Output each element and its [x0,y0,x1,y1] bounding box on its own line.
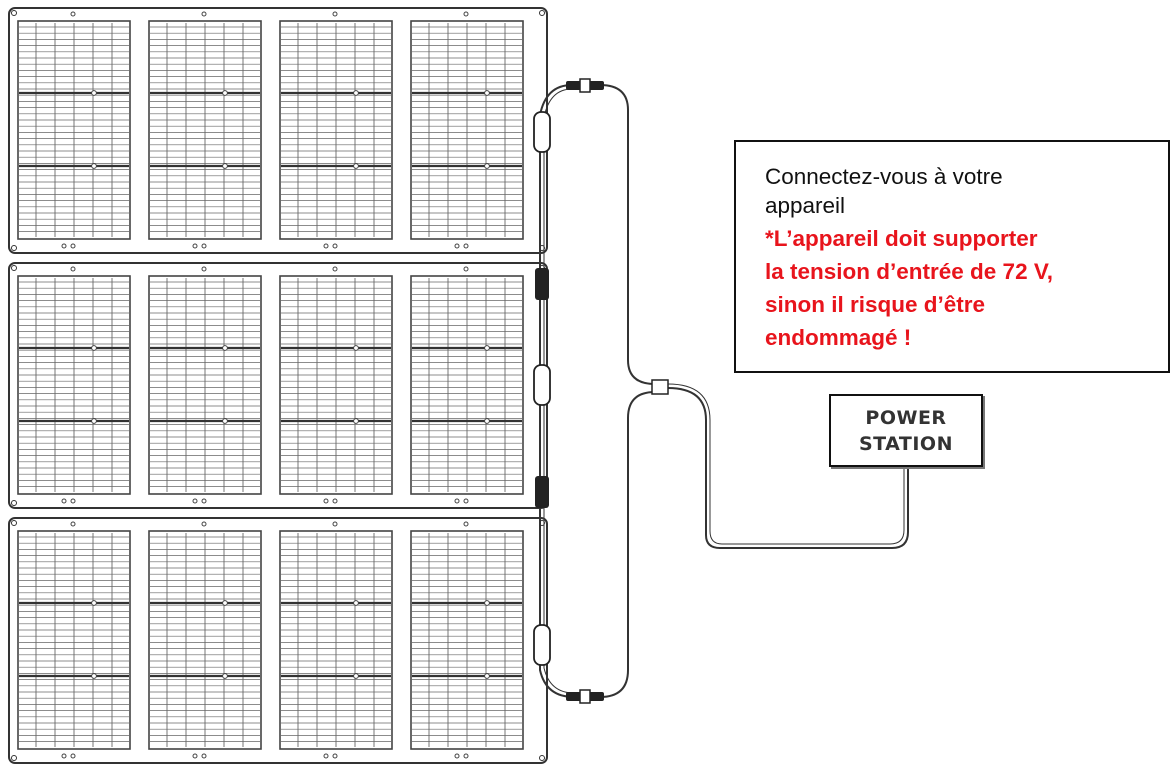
device-connection-callout: Connectez-vous à votre appareil *L’appar… [734,140,1170,373]
cable-to-power-station [667,387,909,549]
warning-line-4: endommagé ! [765,325,912,350]
solar-module [278,529,394,751]
solar-module [409,529,525,751]
solar-module [278,19,394,241]
cable-junction [651,379,669,395]
solar-module [16,529,132,751]
voltage-warning: *L’appareil doit supporter la tension d’… [765,222,1168,354]
callout-line-1: Connectez-vous à votre [765,164,1003,189]
cable-top [599,84,656,385]
solar-module [278,274,394,496]
solar-panel-1 [8,7,548,254]
solar-panel-3 [8,517,548,764]
connectors [533,78,669,704]
callout-line-2: appareil [765,193,846,218]
power-station-label-1: POWER [865,406,947,429]
power-station-box: POWER STATION [829,394,983,467]
solar-module [147,19,263,241]
solar-module [409,274,525,496]
solar-module [147,274,263,496]
warning-line-1: *L’appareil doit supporter [765,226,1038,251]
solar-panel-array [8,7,548,764]
solar-panel-2 [8,262,548,509]
cable-bottom [599,391,656,698]
solar-module [16,19,132,241]
solar-module [409,19,525,241]
warning-line-2: la tension d’entrée de 72 V, [765,259,1054,284]
solar-module [147,529,263,751]
warning-line-3: sinon il risque d’être [765,292,986,317]
solar-module [16,274,132,496]
power-station-label-2: STATION [859,432,953,455]
